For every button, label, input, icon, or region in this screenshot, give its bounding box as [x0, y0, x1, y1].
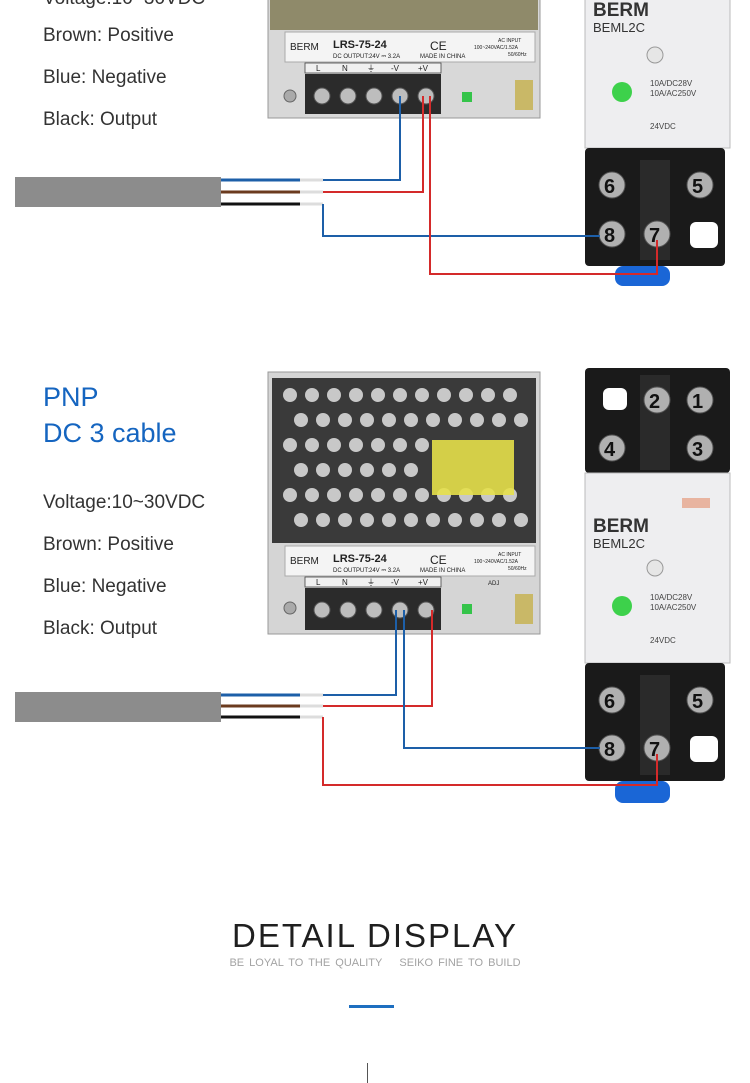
black-output-label: Black: Output: [43, 109, 158, 130]
wire-brown-positive: [323, 96, 424, 193]
svg-text:2: 2: [649, 391, 660, 413]
svg-text:N: N: [342, 578, 348, 587]
blue-negative-label: Blue: Negative: [43, 67, 167, 88]
ps-freq: 50/60Hz: [508, 52, 527, 58]
ps-brand: BERM: [290, 556, 319, 567]
svg-text:10A/DC28V: 10A/DC28V: [650, 79, 693, 88]
ps-ac-input: AC INPUT: [498, 38, 521, 44]
svg-text:10A/AC250V: 10A/AC250V: [650, 603, 697, 612]
wire-blue-to-relay: [403, 610, 600, 749]
voltage-label: Voltage:10~30VDC: [43, 492, 206, 513]
wire-black-output: [322, 204, 600, 237]
svg-text:⏚: ⏚: [367, 578, 375, 587]
brown-positive-label: Brown: Positive: [43, 534, 174, 555]
ps-made-in: MADE IN CHINA: [420, 568, 465, 574]
ps-ac-range: 100~240VAC/1.52A: [474, 559, 519, 565]
svg-text:8: 8: [604, 739, 615, 761]
svg-text:24VDC: 24VDC: [650, 636, 676, 645]
wire-blue: [323, 96, 401, 181]
voltage-label-partial: Voltage:10~30VDC: [43, 0, 205, 10]
sensor-cable: [15, 177, 221, 207]
svg-text:+V: +V: [418, 578, 429, 587]
subtitle-quality: BE LOYAL TO THE QUALITY: [229, 957, 383, 969]
wire-brown-positive: [323, 610, 433, 707]
detail-display-heading: DETAIL DISPLAY: [232, 917, 518, 954]
dc-3-cable-title: DC 3 cable: [43, 418, 177, 448]
svg-text:L: L: [316, 578, 321, 587]
black-output-label: Black: Output: [43, 618, 158, 639]
ps-made-in: MADE IN CHINA: [420, 54, 465, 60]
svg-text:6: 6: [604, 176, 615, 198]
svg-text:1: 1: [692, 391, 703, 413]
relay-brand: BERM: [593, 0, 649, 21]
vertical-divider: [367, 1063, 368, 1083]
wire-blue: [323, 610, 397, 696]
ps-dc-output: DC OUTPUT:24V ⎓ 3.2A: [333, 568, 400, 574]
blue-negative-label: Blue: Negative: [43, 576, 167, 597]
wire-red-common: [429, 96, 658, 275]
relay-image: 2 1 4 3 BERM BEML2C 10A/DC28V 10A/AC250V…: [584, 368, 731, 803]
svg-text:10A/AC250V: 10A/AC250V: [650, 89, 697, 98]
svg-text:3: 3: [692, 439, 703, 461]
svg-text:6: 6: [604, 691, 615, 713]
relay-model: BEML2C: [593, 536, 645, 551]
ps-model: LRS-75-24: [333, 553, 388, 565]
accent-underline: [349, 1005, 394, 1008]
detail-subtitle: BE LOYAL TO THE QUALITY SEIKO FINE TO BU…: [0, 957, 750, 969]
relay-brand: BERM: [593, 516, 649, 537]
svg-text:5: 5: [692, 176, 703, 198]
sensor-cable: [15, 692, 221, 722]
svg-text:10A/DC28V: 10A/DC28V: [650, 593, 693, 602]
svg-text:L: L: [316, 64, 321, 73]
ps-ce: CE: [430, 39, 447, 53]
ps-ac-range: 100~240VAC/1.52A: [474, 45, 519, 51]
relay-model: BEML2C: [593, 20, 645, 35]
brown-positive-label: Brown: Positive: [43, 25, 174, 46]
power-supply-image: BERM LRS-75-24 DC OUTPUT:24V ⎓ 3.2A CE M…: [267, 0, 541, 119]
ps-ce: CE: [430, 553, 447, 567]
wiring-diagram-1: BERM LRS-75-24 DC OUTPUT:24V ⎓ 3.2A CE M…: [15, 0, 731, 286]
wiring-diagram-2: BERM LRS-75-24 DC OUTPUT:24V ⎓ 3.2A CE M…: [15, 368, 731, 803]
ps-freq: 50/60Hz: [508, 566, 527, 572]
svg-text:-V: -V: [391, 64, 400, 73]
svg-text:7: 7: [649, 225, 660, 247]
ps-dc-output: DC OUTPUT:24V ⎓ 3.2A: [333, 54, 400, 60]
svg-text:-V: -V: [391, 578, 400, 587]
subtitle-seiko: SEIKO FINE TO BUILD: [399, 957, 521, 969]
svg-text:N: N: [342, 64, 348, 73]
svg-text:ADJ: ADJ: [488, 581, 499, 587]
svg-text:+V: +V: [418, 64, 429, 73]
ps-ac-input: AC INPUT: [498, 552, 521, 558]
svg-text:7: 7: [649, 739, 660, 761]
svg-text:8: 8: [604, 225, 615, 247]
svg-text:4: 4: [604, 439, 616, 461]
pnp-title: PNP: [43, 382, 99, 412]
ps-brand: BERM: [290, 42, 319, 53]
relay-image: BERM BEML2C 10A/DC28V 10A/AC250V 24VDC 6…: [584, 0, 731, 286]
svg-text:5: 5: [692, 691, 703, 713]
ps-model: LRS-75-24: [333, 39, 388, 51]
wire-black-output: [322, 717, 658, 786]
power-supply-image: BERM LRS-75-24 DC OUTPUT:24V ⎓ 3.2A CE M…: [267, 371, 541, 635]
svg-text:24VDC: 24VDC: [650, 122, 676, 131]
svg-text:⏚: ⏚: [367, 64, 375, 73]
